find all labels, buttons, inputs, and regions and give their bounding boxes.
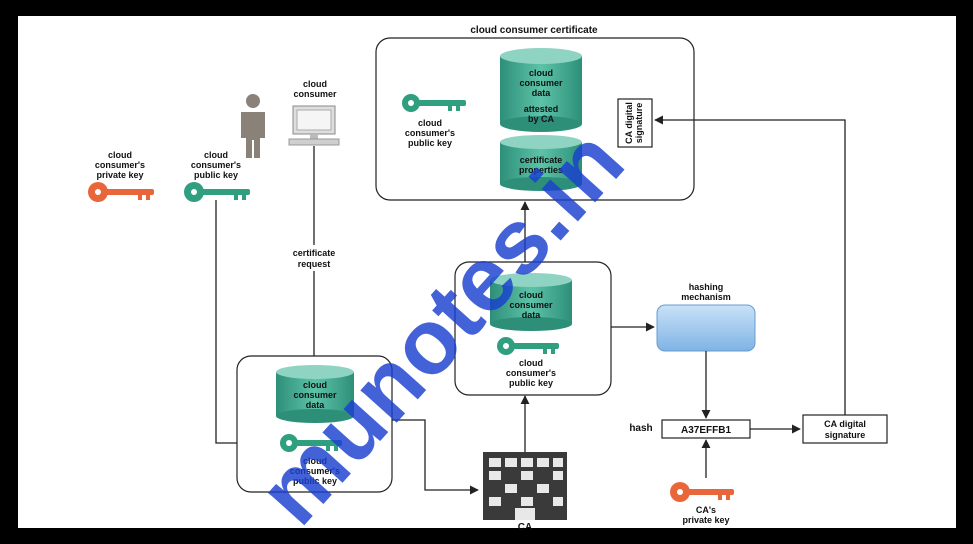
request-data-label-1: cloud: [303, 380, 327, 390]
ca-label: CA: [518, 522, 532, 533]
left-pubkey-label-2: consumer's: [191, 160, 241, 170]
request-pubkey-label-3: public key: [293, 476, 337, 486]
certificate-data-label-3: data: [532, 88, 552, 98]
ca-private-key-label-2: private key: [682, 515, 729, 525]
cert-pubkey-label-2: consumer's: [405, 128, 455, 138]
cert-signature-label-1: CA digital: [624, 102, 634, 144]
request-label-bg: [277, 245, 351, 271]
cert-pubkey-label-3: public key: [408, 138, 452, 148]
certificate-data-cylinder: [500, 48, 582, 132]
private-key-icon: [88, 182, 154, 202]
cert-pubkey-label-1: cloud: [418, 118, 442, 128]
hashing-label-1: hashing: [689, 282, 724, 292]
hash-value: A37EFFB1: [681, 425, 731, 436]
certificate-properties-cylinder: [500, 135, 582, 191]
ca-signature-label-1: CA digital: [824, 419, 866, 429]
hash-label: hash: [629, 423, 652, 434]
private-key-label-3: private key: [96, 170, 143, 180]
request-pubkey-label-2: consumer's: [290, 466, 340, 476]
request-data-cylinder: [276, 365, 354, 423]
left-public-key-icon: [184, 182, 250, 202]
properties-label-2: properties: [519, 165, 563, 175]
middle-data-label-1: cloud: [519, 290, 543, 300]
consumer-label-1: cloud: [303, 79, 327, 89]
middle-public-key-icon: [497, 337, 559, 355]
consumer-label-2: consumer: [293, 89, 337, 99]
ca-building-icon: [483, 452, 567, 520]
left-pubkey-label-3: public key: [194, 170, 238, 180]
ca-private-key-label-1: CA's: [696, 505, 716, 515]
ca-private-key-icon: [670, 482, 734, 502]
private-key-label-2: consumer's: [95, 160, 145, 170]
properties-label-1: certificate: [520, 155, 563, 165]
middle-data-label-2: consumer: [509, 300, 553, 310]
ca-signature-label-2: signature: [825, 430, 866, 440]
request-data-label-2: consumer: [293, 390, 337, 400]
attested-label-2: by CA: [528, 114, 555, 124]
certificate-public-key-icon: [402, 94, 466, 112]
middle-data-label-3: data: [522, 310, 542, 320]
box-to-ca-arrow: [392, 419, 479, 495]
certificate-title: cloud consumer certificate: [470, 25, 598, 36]
middle-data-cylinder: [490, 273, 572, 331]
request-label-1: certificate: [293, 248, 336, 258]
request-pubkey-label-1: cloud: [303, 456, 327, 466]
certificate-signature-box: [617, 98, 653, 148]
cert-signature-label-2: signature: [634, 103, 644, 144]
middle-pubkey-label-1: cloud: [519, 358, 543, 368]
signature-to-certificate-arrow: [654, 115, 846, 415]
private-key-label-1: cloud: [108, 150, 132, 160]
request-data-label-3: data: [306, 400, 326, 410]
request-public-key-icon: [280, 434, 342, 452]
computer-icon: [288, 105, 340, 146]
certificate-data-label-2: consumer: [519, 78, 563, 88]
person-icon: [241, 94, 265, 158]
hashing-label-2: mechanism: [681, 292, 731, 302]
hashing-mechanism-box: [656, 304, 756, 352]
middle-pubkey-label-3: public key: [509, 378, 553, 388]
left-pubkey-label-1: cloud: [204, 150, 228, 160]
middle-pubkey-label-2: consumer's: [506, 368, 556, 378]
certificate-data-label-1: cloud: [529, 68, 553, 78]
attested-label-1: attested: [524, 104, 559, 114]
request-label-2: request: [298, 259, 331, 269]
